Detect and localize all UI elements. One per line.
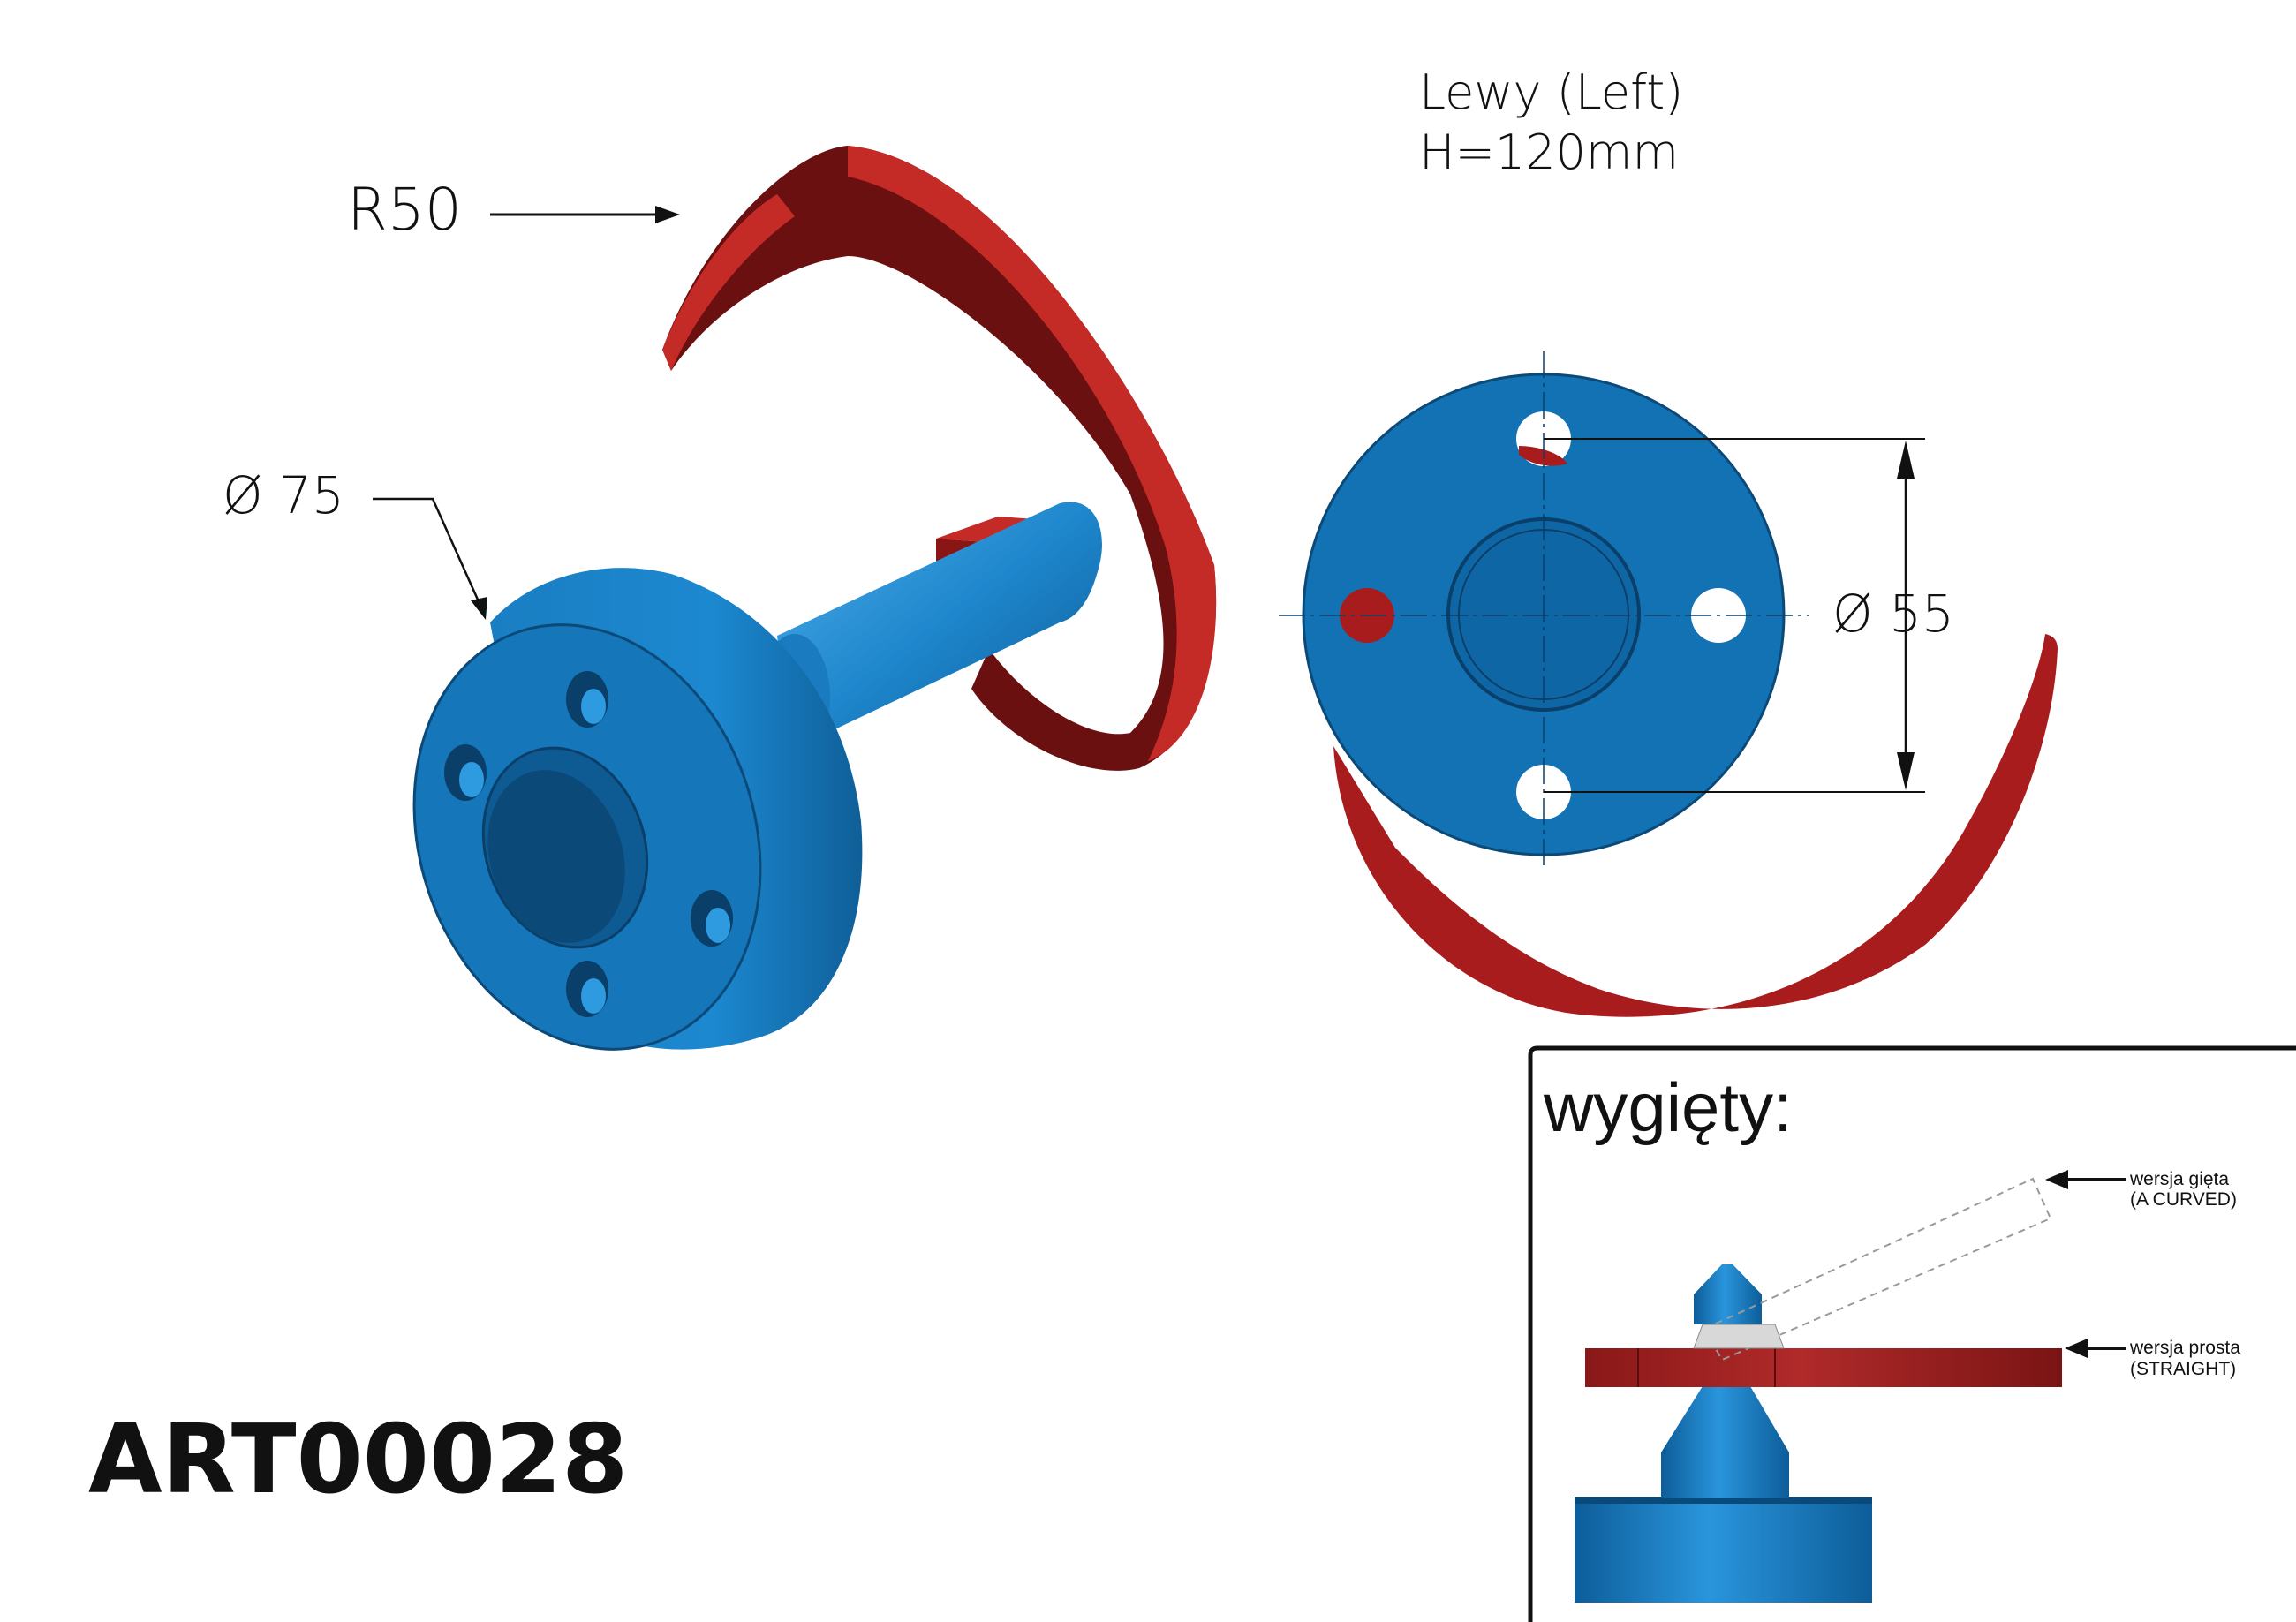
hub-face-edge	[412, 623, 762, 1051]
arrow-head	[655, 206, 680, 223]
curved-label-1: wersja gięta	[2130, 1169, 2230, 1189]
arrow-head	[2065, 1339, 2088, 1358]
diameter-55-label: Ø 55	[1832, 584, 1954, 644]
inset-base	[1575, 1497, 1872, 1603]
inset-upper-cone	[1694, 1294, 1762, 1324]
inset-border	[1528, 1045, 2296, 1622]
article-number: ART00028	[88, 1405, 629, 1515]
d75-leader	[373, 497, 483, 608]
straight-label-2: (STRAIGHT)	[2130, 1359, 2237, 1379]
side-label: Lewy (Left)	[1419, 64, 1684, 120]
inset-post	[1661, 1452, 1789, 1498]
bolt-hole-inner	[581, 978, 606, 1014]
diameter-75-label: Ø 75	[223, 465, 344, 525]
inset-straight-bar	[1585, 1348, 2062, 1387]
inset-panel	[1528, 1045, 2296, 1622]
isometric-view	[373, 146, 1217, 1051]
blade-isometric-face	[848, 146, 1217, 761]
bolt-hole-inner	[459, 762, 484, 797]
inset-tip	[1694, 1264, 1762, 1294]
bolt-hole-inner	[581, 689, 606, 724]
arrow-head	[1897, 752, 1915, 790]
inset-title: wygięty:	[1544, 1068, 1793, 1146]
radius-label: R50	[347, 176, 462, 244]
center-boss-face	[487, 770, 625, 943]
inset-curved-outline	[1703, 1177, 2052, 1362]
inset-lower-cone	[1661, 1386, 1789, 1452]
curved-label-2: (A CURVED)	[2130, 1189, 2237, 1210]
inset-thread	[1693, 1324, 1785, 1349]
blade-isometric	[662, 146, 1217, 771]
arrow-head	[471, 597, 487, 620]
blade-isometric-edge	[662, 194, 795, 371]
front-view	[1279, 351, 2058, 1017]
straight-label-1: wersja prosta	[2130, 1338, 2240, 1358]
arrow-head	[2045, 1170, 2068, 1189]
shaft	[777, 502, 1102, 751]
height-label: H=120mm	[1419, 124, 1680, 180]
arrow-head	[1897, 441, 1915, 479]
bolt-hole-inner	[706, 908, 730, 943]
inset-base-top	[1575, 1497, 1872, 1504]
